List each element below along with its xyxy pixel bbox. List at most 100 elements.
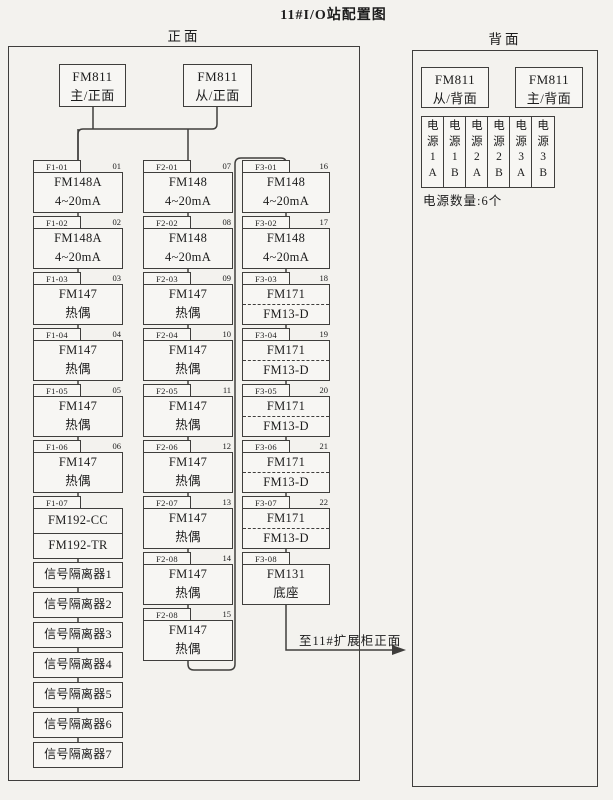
module-slot-number: 21 [319,441,329,451]
module-model: FM147 [58,399,98,413]
power-cell-char: 电 [426,120,439,132]
module-slot-number: 19 [319,329,329,339]
module-box: FM147 热偶 [143,340,233,381]
module-model: FM131 [266,567,306,581]
module-tag-label: F2-08 [143,608,191,620]
module-tag-label: F3-05 [242,384,290,396]
module-type: 4~20mA [54,250,102,264]
module-slot-number: 10 [222,329,232,339]
module-tag-label: F1-02 [33,216,81,228]
module-slot-number: 05 [112,385,122,395]
signal-isolator-box: 信号隔离器4 [33,651,123,678]
signal-isolator-box: 信号隔离器3 [33,621,123,648]
module-slot-number: 15 [222,609,232,619]
module-box: FM148 4~20mA [242,228,330,269]
module-tag-label: F3-07 [242,496,290,508]
power-cell-char: 源 [449,135,461,148]
module-slot-number: 22 [319,497,329,507]
power-count-note: 电源数量:6个 [423,194,503,208]
module-tag-label: F3-06 [242,440,290,452]
back-panel-outline [412,50,598,787]
power-cell-char: 源 [515,135,527,148]
module-tag-row: F1-01 01 [33,160,123,172]
module-tag-row: F2-08 15 [143,608,233,620]
module-type: 热偶 [175,306,201,320]
module-tag-label: F1-03 [33,272,81,284]
module-type: 热偶 [65,362,91,376]
controller-position: 主/背面 [526,91,572,106]
module-type: FM13-D [243,304,329,324]
module-slot-number: 01 [112,161,122,171]
signal-isolator-box: 信号隔离器2 [33,591,123,618]
power-cell-char: 1 [451,151,458,163]
module-tag-label: F2-07 [143,496,191,508]
power-cell-char: 3 [540,151,547,163]
module-type: 4~20mA [262,250,310,264]
module-slot-number: 11 [222,385,231,395]
module-model: FM147 [168,343,208,357]
module-model: FM147 [168,455,208,469]
module-slot-number: 18 [319,273,329,283]
power-cell-char: 电 [493,120,505,132]
power-cell-char: A [428,166,437,179]
module-slot-number: 02 [112,217,122,227]
module-tag-label: F1-01 [33,160,81,172]
module-tag-label: F2-05 [143,384,191,396]
module-model: FM171 [266,455,306,469]
controller-position: 主/正面 [70,88,115,103]
signal-isolator-box: 信号隔离器1 [33,561,123,588]
module-type: 底座 [273,586,299,600]
power-cell-char: 电 [449,120,461,132]
module-type: 热偶 [175,418,201,432]
module-tag-label: F3-01 [242,160,290,172]
power-cell-char: 源 [537,135,549,148]
module-slot-number: 03 [112,273,122,283]
module-type: 4~20mA [164,250,212,264]
power-cell-char: 源 [471,135,483,148]
module-tag-label: F1-07 [33,496,81,508]
module-tag-label: F2-08 [143,552,191,564]
module-model: FM147 [168,399,208,413]
module-type: 4~20mA [54,194,102,208]
module-model: FM147 [58,343,98,357]
controller-fm811-front-slave: FM811 从/正面 [183,64,252,107]
module-tag-label: F1-05 [33,384,81,396]
power-cell-char: 2 [474,151,480,163]
power-cell-char: 3 [518,151,524,163]
module-model: FM147 [168,567,208,581]
module-tag-row: F2-05 11 [143,384,233,396]
module-type: FM13-D [243,472,329,492]
module-type: FM13-D [243,416,329,436]
module-slot-number: 16 [319,161,329,171]
module-tag-label: F1-04 [33,328,81,340]
power-cell-char: A [516,166,526,179]
module-model: FM148 [266,231,306,245]
power-cell-char: 源 [426,135,439,148]
module-model: FM171 [266,399,306,413]
module-type: 热偶 [175,362,201,376]
module-type: FM13-D [243,360,329,380]
